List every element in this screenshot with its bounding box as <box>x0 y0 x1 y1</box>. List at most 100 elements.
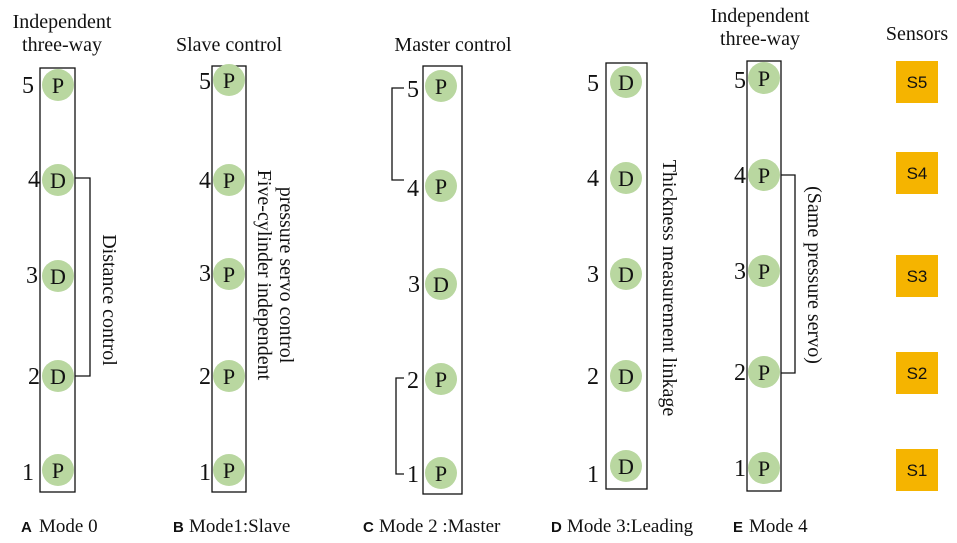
node-label: D <box>618 364 634 389</box>
caption-letter: A <box>21 519 32 536</box>
sensor-label: S1 <box>907 461 928 480</box>
caption-letter: C <box>363 519 374 536</box>
sensors-title: Sensors <box>886 23 948 45</box>
panel-title-line: Master control <box>394 34 512 56</box>
node-row: 1 P <box>199 454 245 486</box>
node-row: 4 P <box>734 159 780 191</box>
node-row: 4 D <box>587 162 642 194</box>
node-circle <box>213 258 245 290</box>
node-number: 1 <box>734 456 746 482</box>
node-row: 2 D <box>587 360 642 392</box>
node-circle <box>42 454 74 486</box>
node-label: D <box>433 272 449 297</box>
side-annotation: Thickness measurement linkage <box>658 160 680 417</box>
node-circle <box>42 164 74 196</box>
node-label: P <box>223 68 235 93</box>
node-label: P <box>223 168 235 193</box>
node-label: D <box>618 454 634 479</box>
node-row: 5 P <box>407 70 457 103</box>
node-circle <box>748 159 780 191</box>
node-label: P <box>435 367 447 392</box>
caption: Mode 3:Leading <box>567 516 694 537</box>
node-label: P <box>223 458 235 483</box>
node-circle <box>425 268 457 300</box>
node-circle <box>425 457 457 489</box>
side-annotation: Five-cylinder independent <box>253 170 275 381</box>
node-number: 2 <box>199 364 211 390</box>
node-row: 5 P <box>199 64 245 96</box>
node-label: P <box>435 74 447 99</box>
node-label: P <box>52 73 64 98</box>
sensor-rect <box>896 449 938 491</box>
node-circle <box>213 164 245 196</box>
panel-mode-4: Independent three-way 5 P 4 P 3 P 2 P 1 … <box>711 5 825 537</box>
node-number: 3 <box>199 261 211 287</box>
node-label: P <box>435 174 447 199</box>
node-number: 1 <box>587 462 599 488</box>
caption: Mode 0 <box>39 516 98 537</box>
node-circle <box>42 260 74 292</box>
node-circle <box>610 258 642 290</box>
caption-letter: E <box>733 519 743 536</box>
node-circle <box>610 66 642 98</box>
node-number: 4 <box>199 168 211 194</box>
node-row: 4 P <box>407 170 457 202</box>
node-number: 2 <box>587 364 599 390</box>
panel-title-line: three-way <box>22 34 102 56</box>
side-annotation: pressure servo control <box>275 187 297 364</box>
node-number: 5 <box>407 77 419 103</box>
sensor-rect <box>896 352 938 394</box>
node-row: 1 D <box>587 450 642 488</box>
panel-title-line: Independent <box>13 11 112 33</box>
node-label: D <box>618 70 634 95</box>
node-number: 4 <box>407 176 419 202</box>
node-circle <box>425 363 457 395</box>
node-circle <box>213 454 245 486</box>
node-label: P <box>223 364 235 389</box>
panel-mode-3: 5 D 4 D 3 D 2 D 1 D Thickness measuremen… <box>551 62 694 537</box>
node-row: 3 D <box>26 260 74 292</box>
sensor-box: S1 <box>896 449 938 491</box>
node-circle <box>213 360 245 392</box>
node-circle <box>748 62 780 94</box>
node-number: 5 <box>199 69 211 95</box>
node-row: 2 P <box>199 360 245 392</box>
node-number: 1 <box>407 462 419 488</box>
node-label: D <box>618 262 634 287</box>
sensor-rect <box>896 255 938 297</box>
node-label: P <box>758 456 770 481</box>
node-row: 5 P <box>22 69 74 101</box>
node-circle <box>610 162 642 194</box>
sensor-label: S2 <box>907 364 928 383</box>
node-number: 3 <box>734 259 746 285</box>
caption-letter: D <box>551 519 562 536</box>
cylinder-frame <box>746 60 782 492</box>
node-row: 3 P <box>199 258 245 290</box>
node-number: 4 <box>587 166 599 192</box>
node-number: 2 <box>28 364 40 390</box>
link-bracket <box>391 87 404 181</box>
node-row: 1 P <box>22 454 74 486</box>
sensor-rect <box>896 61 938 103</box>
sensor-box: S2 <box>896 352 938 394</box>
node-label: P <box>52 458 64 483</box>
panel-title-line: Slave control <box>176 34 283 56</box>
node-row: 2 P <box>734 356 780 388</box>
node-circle <box>42 69 74 101</box>
node-number: 5 <box>587 71 599 97</box>
node-circle <box>748 255 780 287</box>
node-circle <box>425 70 457 102</box>
node-number: 2 <box>734 360 746 386</box>
node-circle <box>748 452 780 484</box>
node-number: 1 <box>22 460 34 486</box>
link-bracket <box>75 177 91 377</box>
node-row: 3 D <box>587 258 642 290</box>
node-row: 5 D <box>587 66 642 98</box>
node-label: P <box>758 259 770 284</box>
link-bracket <box>781 174 796 374</box>
node-number: 5 <box>734 68 746 94</box>
node-number: 4 <box>734 163 746 189</box>
node-row: 2 P <box>407 363 457 395</box>
node-circle <box>610 450 642 482</box>
node-row: 1 P <box>407 457 457 489</box>
